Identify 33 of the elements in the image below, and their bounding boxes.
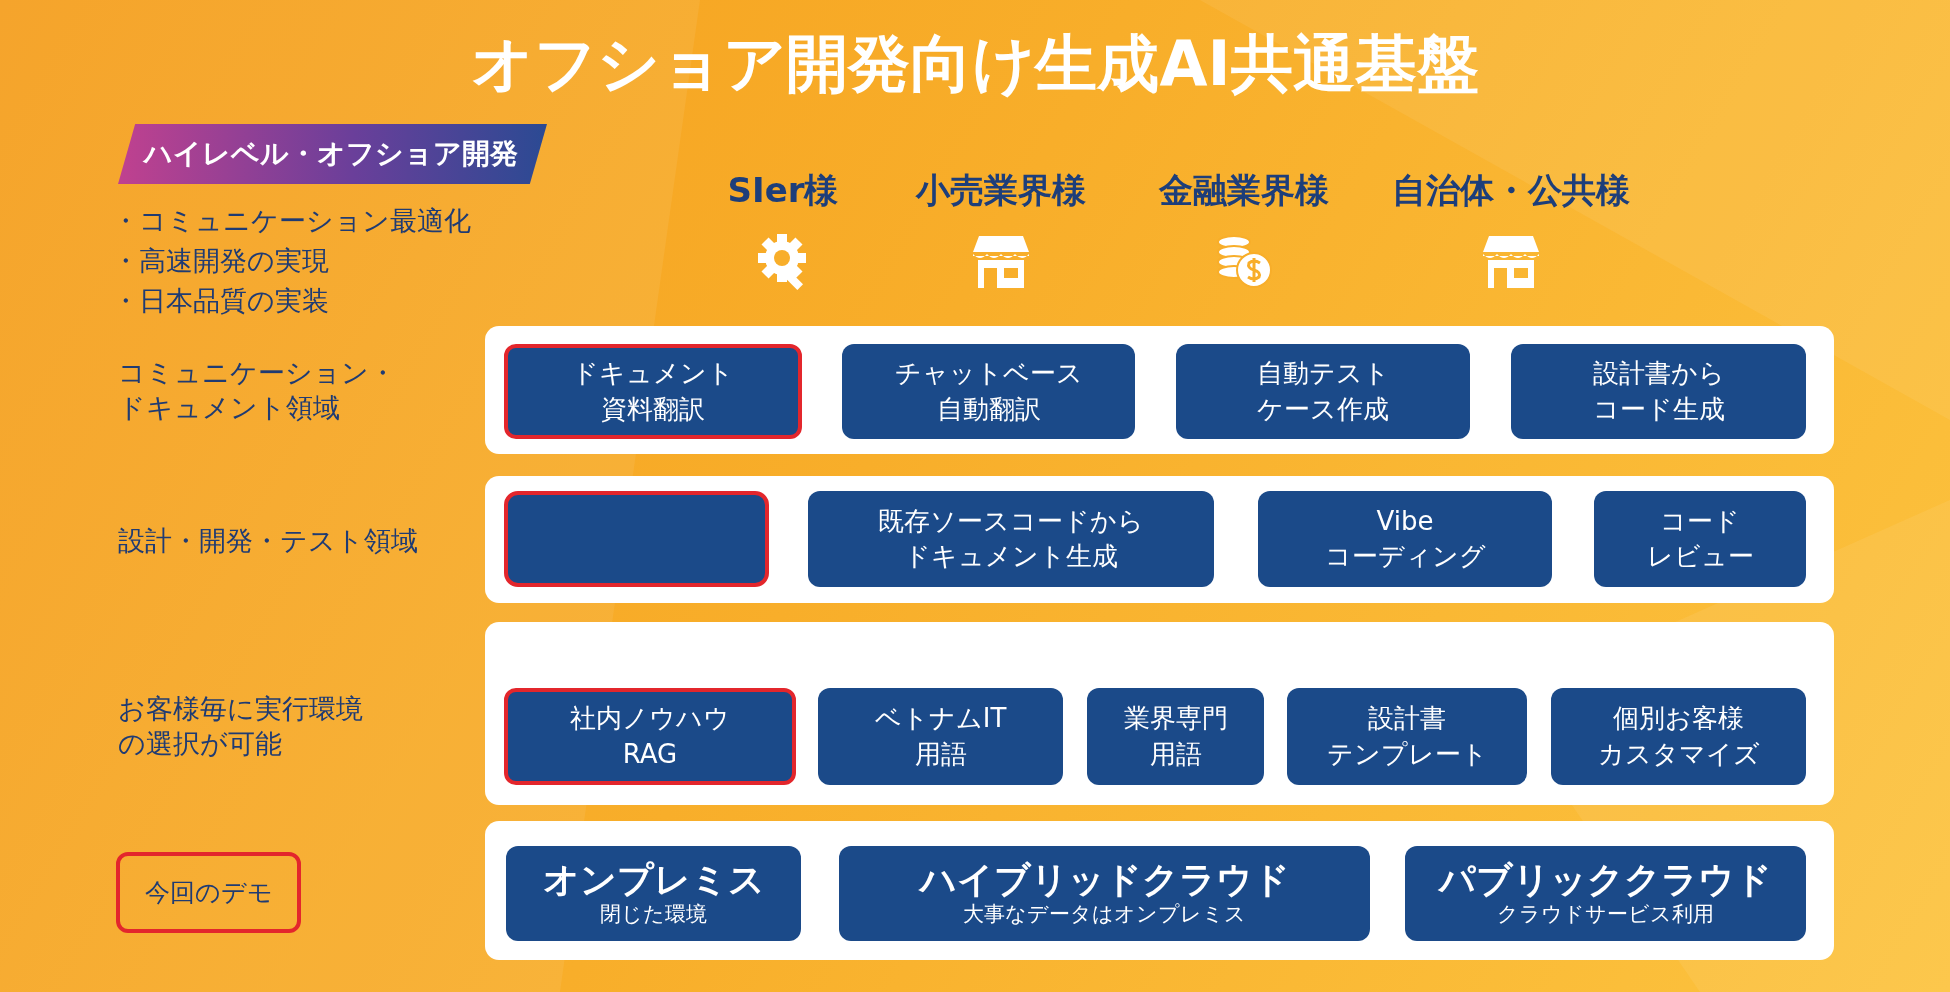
layer-label: 設計・開発・テスト領域 xyxy=(118,524,419,558)
feature-box: コードレビュー xyxy=(1594,491,1806,587)
customer-label: 自治体・公共様 xyxy=(1391,169,1631,212)
feature-box: Vibe コーディング xyxy=(1258,491,1552,587)
feature-box: 既存ソースコードからドキュメント生成 xyxy=(808,491,1214,587)
layer-panel xyxy=(485,476,1834,603)
feature-box: オンプレミス 閉じた環境 xyxy=(506,846,801,941)
feature-box: 業界専門用語 xyxy=(1087,688,1264,785)
feature-box: パブリッククラウド クラウドサービス利用 xyxy=(1405,846,1806,941)
customer-label: 小売業界様 xyxy=(914,169,1087,212)
feature-box: チャットベース自動翻訳 xyxy=(842,344,1135,439)
bullet-item: ・日本品質の実装 xyxy=(112,284,330,318)
feature-box: ベトナムIT用語 xyxy=(818,688,1063,785)
bullet-item: ・コミュニケーション最適化 xyxy=(112,204,472,238)
feature-box: 社内ノウハウRAG xyxy=(504,688,796,785)
feature-box: 個別お客様カスタマイズ xyxy=(1551,688,1806,785)
layer-panel xyxy=(485,821,1834,960)
title: オフショア開発向け生成AI共通基盤 xyxy=(470,26,1480,102)
customer-label: SIer様 xyxy=(726,169,840,212)
feature-box: ハイブリッドクラウド 大事なデータはオンプレミス xyxy=(839,846,1370,941)
layer-label: お客様毎に実行環境の選択が可能 xyxy=(118,692,364,762)
feature-box: 設計書テンプレート xyxy=(1287,688,1527,785)
bullet-item: ・高速開発の実現 xyxy=(112,244,330,278)
feature-box xyxy=(504,491,769,587)
feature-box: ドキュメント資料翻訳 xyxy=(504,344,802,439)
section-banner: ハイレベル・オフショア開発 xyxy=(118,124,547,184)
feature-box: 自動テストケース作成 xyxy=(1176,344,1470,439)
legend-item: 今回のデモ xyxy=(116,852,301,933)
customer-label: 金融業界様 xyxy=(1158,169,1330,212)
layer-panel xyxy=(485,622,1834,805)
feature-box: 設計書からコード生成 xyxy=(1511,344,1806,439)
layer-label: コミュニケーション・ドキュメント領域 xyxy=(118,356,397,426)
layer-panel xyxy=(485,326,1834,454)
